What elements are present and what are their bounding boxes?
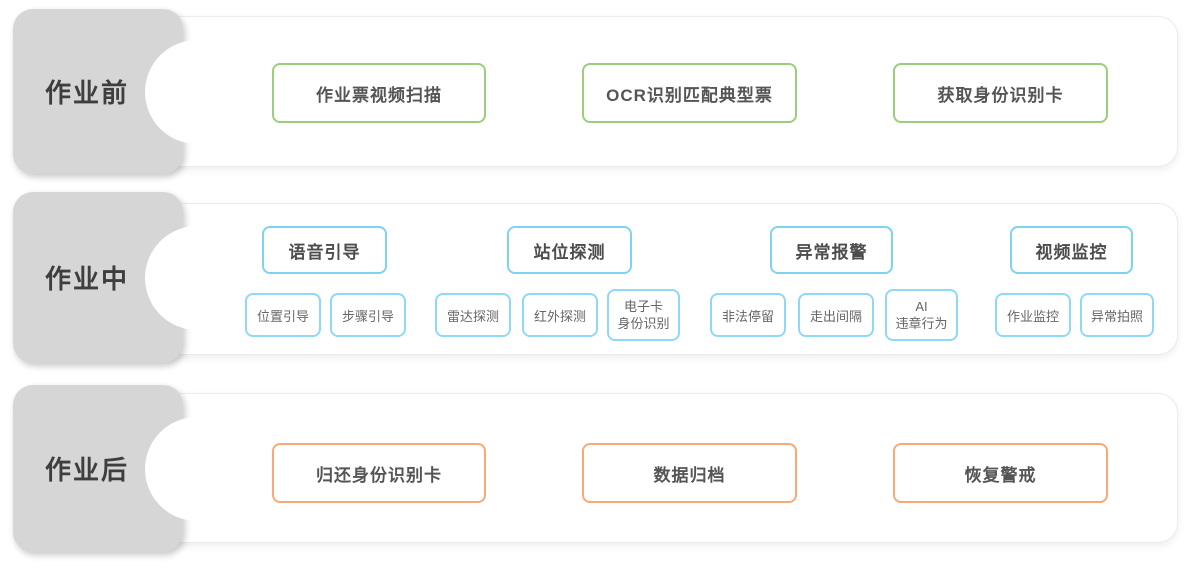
sub-infrared-detect: 红外探测 <box>522 293 598 337</box>
sub-illegal-stay: 非法停留 <box>710 293 786 337</box>
sub-ecard-identity-line2: 身份识别 <box>617 316 670 331</box>
pre-work-label: 作业前 <box>13 9 249 174</box>
sub-radar-detect: 雷达探测 <box>435 293 511 337</box>
step-return-id-card: 归还身份识别卡 <box>272 443 486 503</box>
label-notch <box>145 39 249 144</box>
post-work-title: 作业后 <box>45 455 130 485</box>
in-work-label: 作业中 <box>13 192 249 363</box>
step-scan-ticket: 作业票视频扫描 <box>272 63 486 123</box>
sub-ai-violation-line2: 违章行为 <box>895 316 948 331</box>
label-notch <box>145 225 249 330</box>
sub-ai-violation: AI 违章行为 <box>885 289 958 341</box>
post-work-label: 作业后 <box>13 385 249 552</box>
sub-location-guide: 位置引导 <box>245 293 321 337</box>
label-notch <box>145 416 249 521</box>
sub-leave-interval: 走出间隔 <box>798 293 874 337</box>
in-work-title: 作业中 <box>45 264 130 294</box>
sub-ecard-identity-line1: 电子卡 <box>623 299 663 314</box>
step-data-archive: 数据归档 <box>582 443 797 503</box>
sub-ai-violation-line1: AI <box>915 299 928 314</box>
sub-work-monitor: 作业监控 <box>995 293 1071 337</box>
pre-work-title: 作业前 <box>45 78 130 108</box>
sub-step-guide: 步骤引导 <box>330 293 406 337</box>
group-video-monitor-header: 视频监控 <box>1010 226 1133 274</box>
step-ocr-match: OCR识别匹配典型票 <box>582 63 797 123</box>
group-anomaly-alarm-header: 异常报警 <box>770 226 893 274</box>
step-get-id-card: 获取身份识别卡 <box>893 63 1108 123</box>
sub-anomaly-photo: 异常拍照 <box>1080 293 1154 337</box>
step-restore-alert: 恢复警戒 <box>893 443 1108 503</box>
sub-ecard-identity: 电子卡 身份识别 <box>607 289 680 341</box>
group-voice-guidance-header: 语音引导 <box>262 226 387 274</box>
group-position-detection-header: 站位探测 <box>507 226 632 274</box>
